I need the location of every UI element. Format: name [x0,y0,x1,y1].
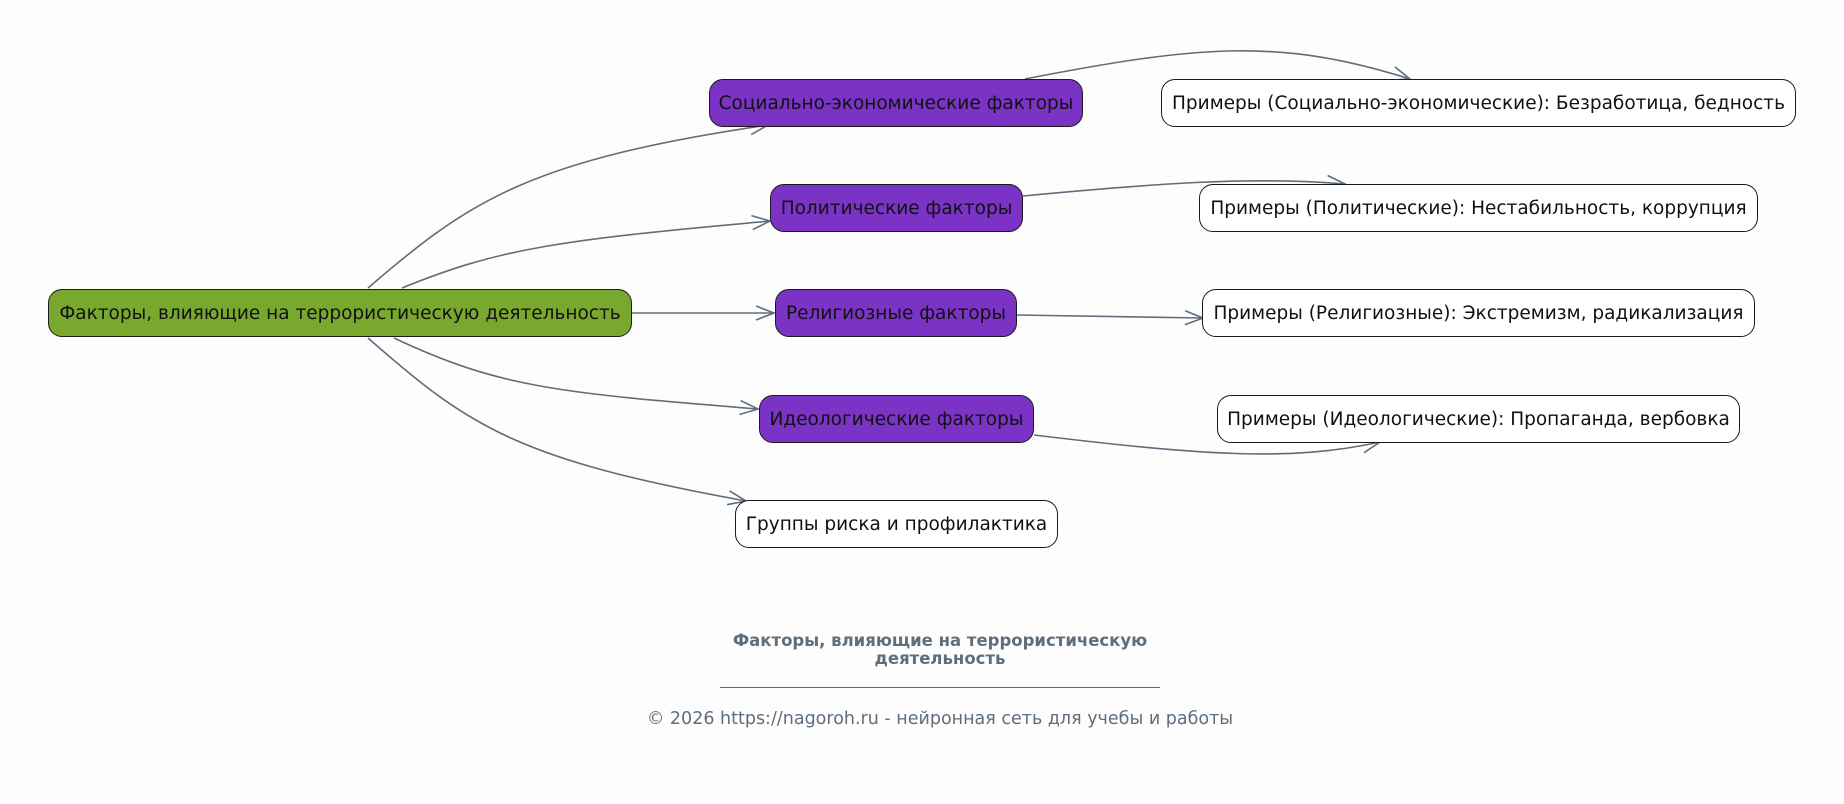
footer-copyright: © 2026 https://nagoroh.ru - нейронная се… [646,709,1234,729]
ideological-factors-node[interactable]: Идеологические факторы [759,395,1034,443]
footer-title-line2: деятельность [874,649,1006,668]
footer-divider [720,687,1160,688]
root-node[interactable]: Факторы, влияющие на террористическую де… [48,289,632,337]
edge-socio-economic-example [1024,50,1413,82]
political-factors-node[interactable]: Политические факторы [770,184,1023,232]
footer-title-line1: Факторы, влияющие на террористическую [732,631,1148,650]
example-religious-node[interactable]: Примеры (Религиозные): Экстремизм, радик… [1202,289,1755,337]
example-ideological-node[interactable]: Примеры (Идеологические): Пропаганда, ве… [1217,395,1740,443]
edge-political-example [1022,174,1348,197]
edge-religious-example [1016,309,1206,326]
edge-ideological-example [1033,434,1383,455]
example-political-node[interactable]: Примеры (Политические): Нестабильность, … [1199,184,1758,232]
edge-root-ideological [393,337,761,416]
edge-root-socio-economic [367,119,771,289]
example-socio-economic-node[interactable]: Примеры (Социально-экономические): Безра… [1161,79,1796,127]
socio-economic-factors-node[interactable]: Социально-экономические факторы [709,79,1083,127]
religious-factors-node[interactable]: Религиозные факторы [775,289,1017,337]
risk-groups-node[interactable]: Группы риска и профилактика [735,500,1058,548]
footer-title: Факторы, влияющие на террористическую де… [700,632,1180,668]
edge-root-risk-groups [367,337,749,506]
edge-root-political [401,214,773,289]
